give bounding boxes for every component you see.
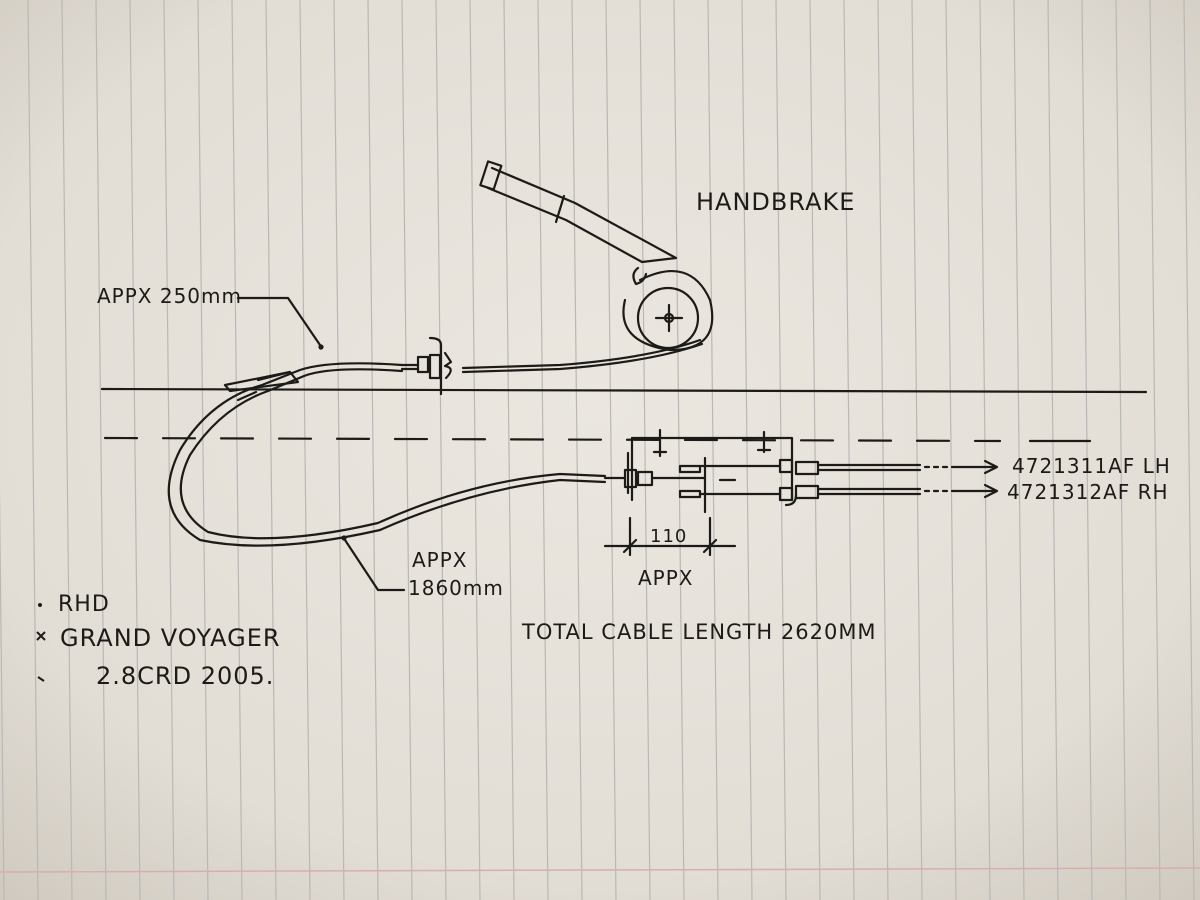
leader-1860-dot [341, 535, 347, 541]
ruled-line [1081, 0, 1093, 900]
ruled-line [1149, 0, 1161, 900]
ruled-line [197, 0, 209, 900]
note-bullet [36, 631, 46, 641]
leader-250 [236, 296, 322, 347]
note-bullet [37, 676, 45, 682]
leader-1860 [343, 538, 406, 592]
ruled-line [1183, 0, 1195, 900]
appx-250-label: APPX 250mm [97, 284, 242, 308]
ruled-line [27, 0, 39, 900]
note-rhd: RHD [58, 592, 110, 617]
ruled-line [945, 0, 957, 900]
cable-equalizer [603, 428, 820, 514]
leader-250-dot [318, 344, 324, 350]
ruled-line [537, 0, 549, 900]
handbrake-cable [400, 336, 704, 396]
floor-line [100, 387, 1148, 394]
ruled-line [775, 0, 787, 900]
ruled-line [1115, 0, 1127, 900]
dimension-110 [603, 516, 737, 557]
ruled-line [843, 0, 855, 900]
ruled-line [741, 0, 753, 900]
note-bullet [38, 603, 42, 607]
rear-cables [816, 459, 999, 499]
bottom-margin-rule [0, 867, 1200, 873]
dimension-110-label: 110 [650, 526, 688, 547]
ruled-line [571, 0, 583, 900]
handbrake-label: HANDBRAKE [696, 188, 856, 216]
note-model: GRAND VOYAGER [60, 624, 281, 652]
note-engine-year: 2.8CRD 2005. [96, 662, 275, 690]
part-number-lh: 4721311AF LH [1012, 454, 1171, 478]
ruled-line [1047, 0, 1059, 900]
dimension-appx-label: APPX [638, 566, 694, 590]
ruled-line [129, 0, 141, 900]
ruled-line [265, 0, 277, 900]
ruled-line [503, 0, 515, 900]
ruled-line [605, 0, 617, 900]
cable-loop [167, 362, 607, 547]
ruled-line [469, 0, 481, 900]
total-cable-length-label: TOTAL CABLE LENGTH 2620MM [522, 620, 877, 644]
ruled-line [231, 0, 243, 900]
appx-1860-label-line2: 1860mm [408, 576, 504, 600]
ruled-line [1013, 0, 1025, 900]
cable-sketch [100, 160, 1148, 592]
ruled-line [809, 0, 821, 900]
part-number-rh: 4721312AF RH [1007, 480, 1169, 504]
ruled-line [333, 0, 345, 900]
ruled-line [299, 0, 311, 900]
ruled-line [95, 0, 107, 900]
ruled-line [639, 0, 651, 900]
ruled-line [163, 0, 175, 900]
ruled-line [979, 0, 991, 900]
ruled-line [707, 0, 719, 900]
ruled-line [367, 0, 379, 900]
ruled-line [0, 485, 5, 900]
ruled-line [61, 0, 73, 900]
appx-1860-label-line1: APPX [412, 548, 468, 572]
ruled-line [911, 0, 923, 900]
ruled-line [673, 0, 685, 900]
ruled-line [435, 0, 447, 900]
handbrake-lever [479, 160, 714, 352]
ruled-line [401, 0, 413, 900]
ruled-line [877, 0, 889, 900]
